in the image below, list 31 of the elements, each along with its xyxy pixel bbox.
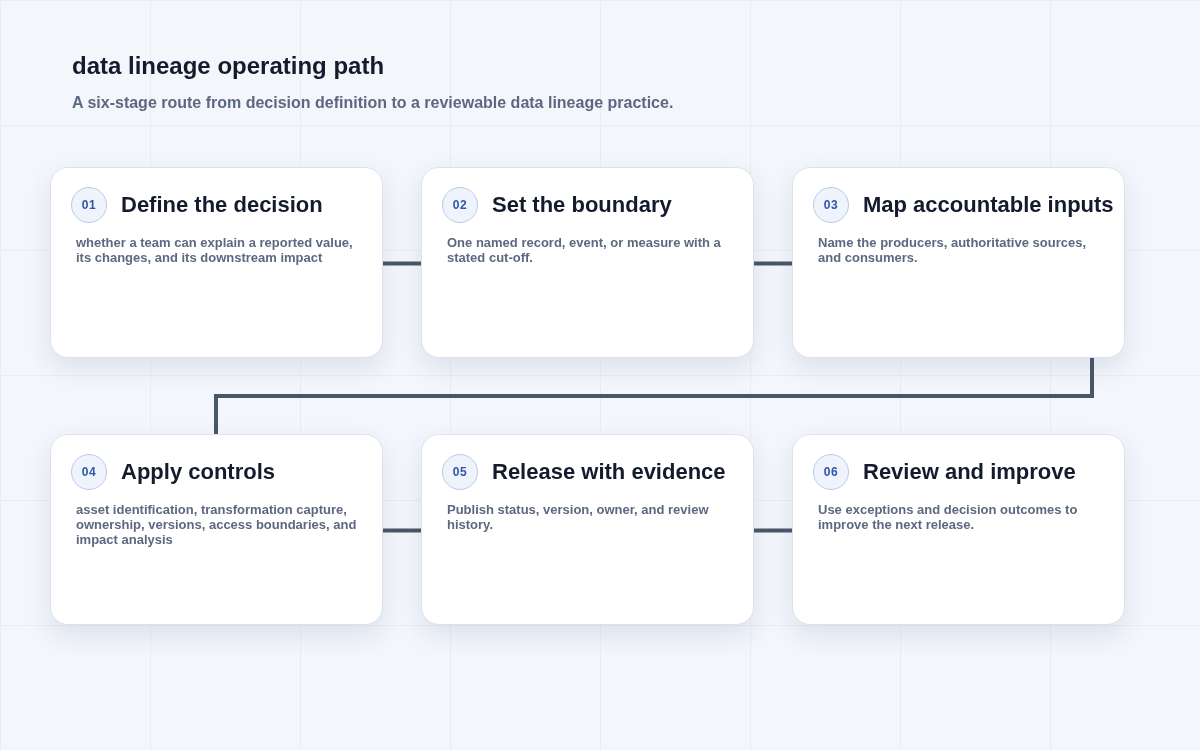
stage-heading: Release with evidence: [492, 459, 726, 485]
stage-card: [50, 167, 383, 358]
connector-line: [754, 528, 792, 533]
step-number: 04: [71, 454, 107, 490]
step-number: 05: [442, 454, 478, 490]
step-number: 01: [71, 187, 107, 223]
stage-heading: Map accountable inputs: [863, 192, 1114, 218]
connector-line: [383, 528, 421, 533]
stage-description: One named record, event, or measure with a stated cut-off.: [447, 235, 722, 265]
stage-card: [421, 434, 754, 625]
connector-line: [754, 261, 792, 266]
step-number: 06: [813, 454, 849, 490]
diagram-subtitle: A six-stage route from decision definition to a reviewable data lineage practice.: [72, 94, 674, 112]
stage-card: [421, 167, 754, 358]
diagram-title: data lineage operating path: [72, 52, 385, 80]
stage-heading: Define the decision: [121, 192, 323, 218]
stage-heading: Set the boundary: [492, 192, 672, 218]
connector-line: [383, 261, 421, 266]
stage-description: whether a team can explain a reported value, its changes, and its downstream impact: [76, 235, 354, 265]
stage-card: [792, 434, 1125, 625]
stage-card: [50, 434, 383, 625]
step-number: 03: [813, 187, 849, 223]
connector-line: [214, 358, 1094, 434]
stage-description: Publish status, version, owner, and review history.: [447, 502, 710, 532]
stage-description: Use exceptions and decision outcomes to improve the next release.: [818, 502, 1079, 532]
step-number: 02: [442, 187, 478, 223]
stage-description: asset identification, transformation capture, ownership, versions, access boundaries, and impact analysis: [76, 502, 358, 547]
stage-card: [792, 167, 1125, 358]
stage-heading: Review and improve: [863, 459, 1076, 485]
stage-heading: Apply controls: [121, 459, 275, 485]
stage-description: Name the producers, authoritative sources, and consumers.: [818, 235, 1088, 265]
